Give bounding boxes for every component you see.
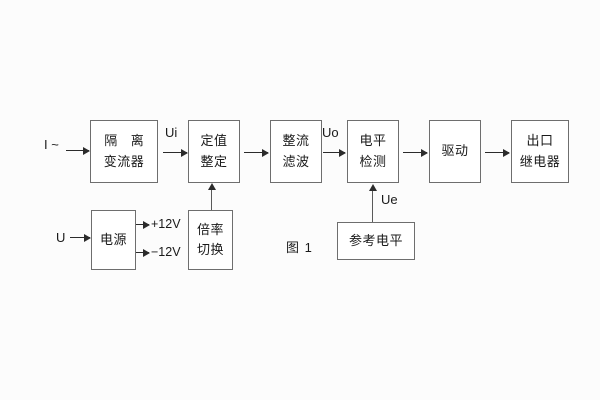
arrow-power-negative (136, 248, 150, 257)
arrow-voltage-to-power (70, 233, 91, 242)
block-level-detection-line2: 检测 (359, 153, 387, 169)
signal-ui-label: Ui (165, 125, 178, 140)
block-isolation-transformer-line1: 隔 离 (104, 133, 149, 149)
signal-uo-label: Uo (322, 125, 339, 140)
block-isolation-transformer[interactable]: 隔 离 变流器 (90, 120, 158, 183)
block-rectifier-filter-line2: 滤波 (282, 153, 310, 169)
block-multiplier-switch-line2: 切换 (196, 242, 224, 257)
arrow-drive-to-relay (485, 148, 510, 157)
block-level-detection-line1: 电平 (359, 133, 387, 149)
block-output-relay-line1: 出口 (526, 133, 554, 149)
block-setting-value[interactable]: 定值 整定 (188, 120, 240, 183)
block-drive-line1: 驱动 (441, 143, 469, 159)
arrow-setting-to-rectifier (244, 148, 269, 157)
block-output-relay[interactable]: 出口 继电器 (511, 120, 569, 183)
block-rectifier-filter[interactable]: 整流 滤波 (270, 120, 322, 183)
block-rectifier-filter-line1: 整流 (282, 133, 310, 149)
current-input-label: I ~ (44, 137, 59, 152)
block-setting-value-line1: 定值 (200, 133, 228, 149)
arrow-power-positive (136, 220, 150, 229)
block-setting-value-line2: 整定 (200, 153, 228, 169)
arrow-multiplier-to-setting (207, 183, 216, 210)
signal-ue-label: Ue (381, 192, 398, 207)
block-level-detection[interactable]: 电平 检测 (347, 120, 399, 183)
arrow-current-to-isolation (66, 146, 90, 155)
supply-positive-label: +12V (151, 217, 181, 231)
block-multiplier-switch[interactable]: 倍率 切换 (188, 210, 233, 270)
supply-negative-label: −12V (151, 245, 181, 259)
arrow-rectifier-to-level (323, 148, 346, 157)
block-power-supply-line1: 电源 (99, 231, 127, 247)
block-reference-level[interactable]: 参考电平 (337, 222, 415, 260)
block-power-supply[interactable]: 电源 (91, 210, 136, 270)
block-isolation-transformer-line2: 变流器 (103, 153, 145, 169)
figure-caption: 图 1 (286, 240, 313, 255)
block-output-relay-line2: 继电器 (519, 153, 561, 169)
arrow-reference-to-level (368, 184, 377, 222)
block-reference-level-line1: 参考电平 (348, 232, 403, 248)
block-multiplier-switch-line1: 倍率 (196, 221, 224, 237)
arrow-isolation-to-setting (163, 148, 188, 157)
voltage-input-label: U (56, 230, 66, 245)
block-drive[interactable]: 驱动 (429, 120, 481, 183)
arrow-level-to-drive (403, 148, 428, 157)
